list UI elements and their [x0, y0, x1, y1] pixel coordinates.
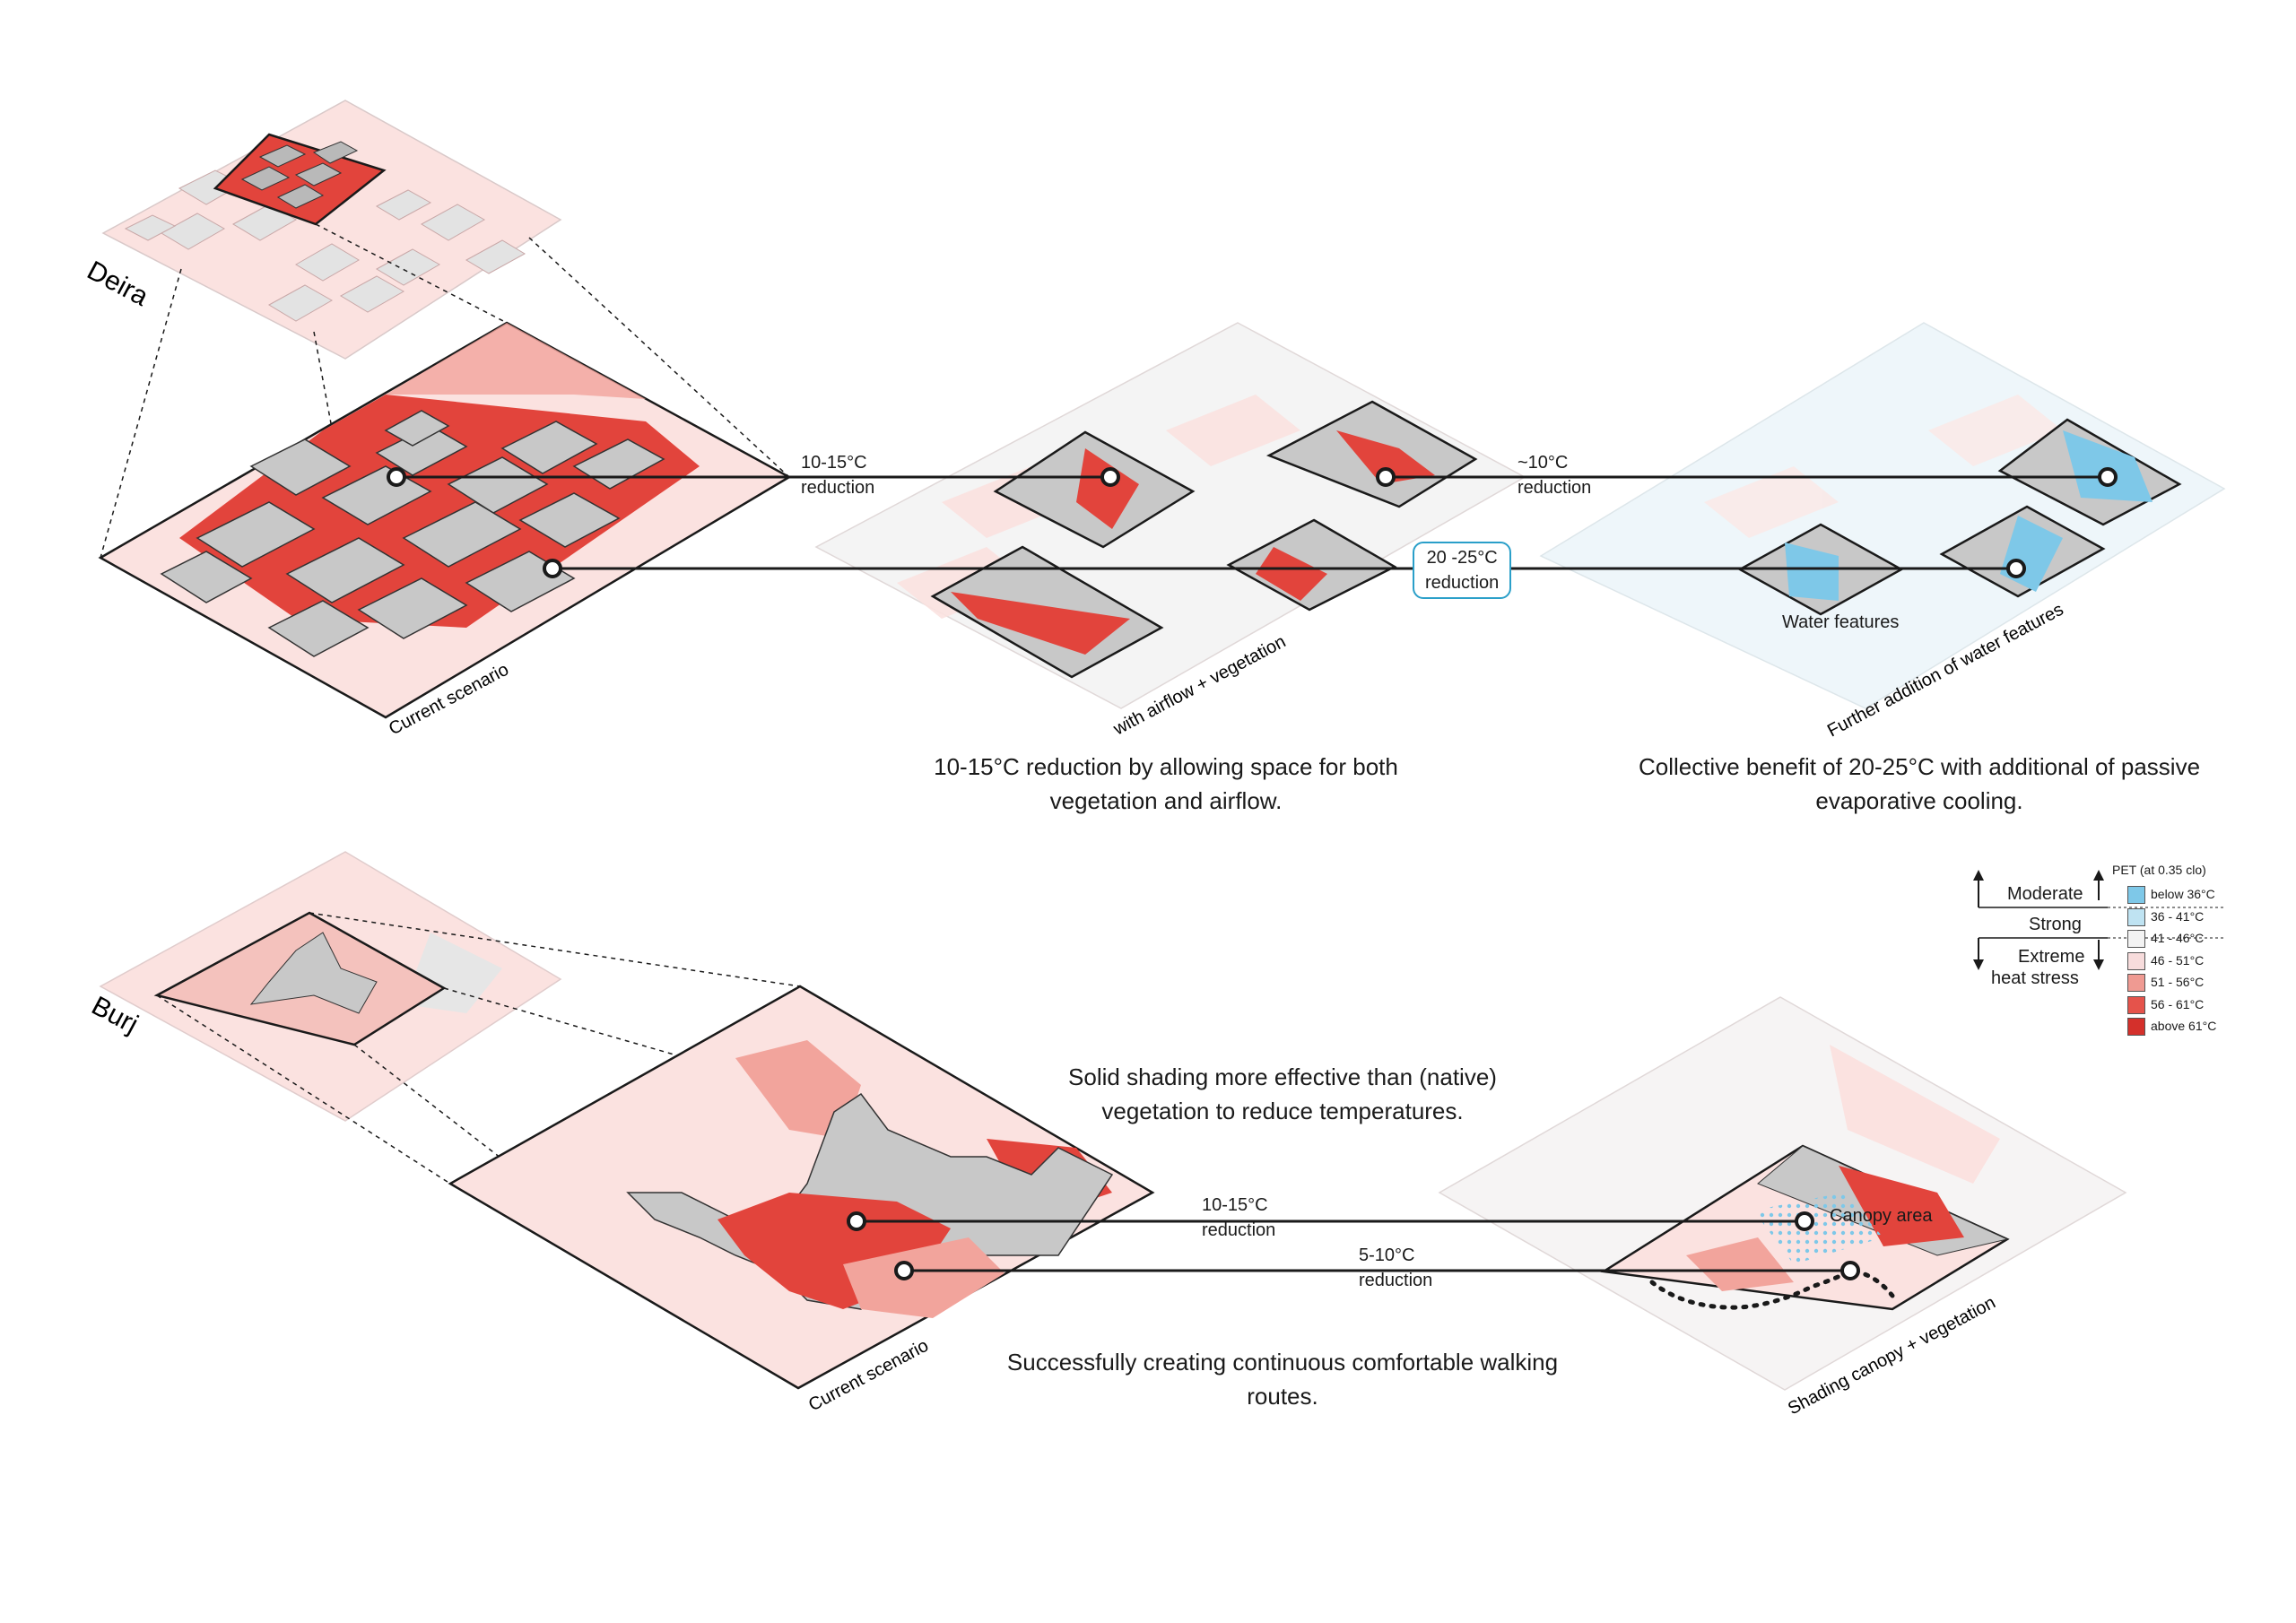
reduction-word: reduction [1359, 1271, 1433, 1290]
reduction-value: 10-15°C [801, 453, 867, 473]
reduction-label-deira-2: ~10°C reduction [1518, 450, 1591, 500]
legend-title: PET (at 0.35 clo) [2112, 863, 2206, 877]
legend-swatch [2127, 930, 2145, 948]
burj-point-2 [1795, 1211, 1814, 1231]
burj-point-4 [1840, 1261, 1860, 1280]
deira-current-map [98, 321, 792, 719]
deira-point-6 [2006, 559, 2026, 578]
deira-point-5 [543, 559, 562, 578]
legend-swatch [2127, 951, 2145, 970]
reduction-label-deira-1: 10-15°C reduction [801, 450, 874, 500]
legend-extreme: Extreme [2018, 947, 2085, 967]
legend-item-label: 46 - 51°C [2151, 952, 2205, 968]
deira-point-4 [2098, 467, 2118, 487]
deira-airflow-insert-2 [1265, 400, 1478, 508]
deira-point-1 [387, 467, 406, 487]
reduction-label-burj-2: 5-10°C reduction [1359, 1243, 1432, 1293]
legend-swatch [2127, 974, 2145, 992]
reduction-value: 5-10°C [1359, 1245, 1415, 1265]
legend-item-label: 36 - 41°C [2151, 908, 2205, 924]
legend-item-label: 51 - 56°C [2151, 975, 2205, 989]
legend-item-label: below 36°C [2151, 887, 2215, 901]
water-features-label: Water features [1782, 612, 1900, 632]
caption-water: Collective benefit of 20-25°C with addit… [1638, 753, 2201, 814]
canopy-area-label: Canopy area [1830, 1206, 1933, 1226]
legend-swatch [2127, 886, 2145, 904]
burj-point-1 [847, 1211, 866, 1231]
caption-shading: Solid shading more effective than (nativ… [1068, 1063, 1497, 1124]
burj-point-3 [894, 1261, 914, 1280]
caption-airflow: 10-15°C reduction by allowing space for … [934, 753, 1398, 814]
legend-heat-stress: heat stress [1991, 968, 2079, 988]
legend-swatch [2127, 907, 2145, 926]
deira-connectors [396, 475, 2108, 570]
reduction-word: reduction [1518, 478, 1592, 498]
reduction-callout-deira-3: 20 -25°C reduction [1413, 542, 1512, 599]
deira-point-3 [1376, 467, 1396, 487]
deira-label: Deira [83, 256, 153, 312]
burj-overview-map [99, 851, 562, 1122]
legend-arrows [1973, 870, 2224, 970]
reduction-word: reduction [801, 478, 875, 498]
deira-airflow-insert-4 [1226, 518, 1397, 612]
deira-airflow-insert-3 [930, 545, 1164, 679]
deira-water-insert-1 [1997, 418, 2182, 526]
reduction-value: 10-15°C [1202, 1195, 1268, 1215]
legend-swatch [2127, 1018, 2145, 1036]
legend-moderate: Moderate [2007, 884, 2083, 904]
deira-water-map [1539, 322, 2226, 709]
legend-item-label: above 61°C [2151, 1019, 2217, 1033]
deira-point-2 [1100, 467, 1120, 487]
legend-strong: Strong [2029, 915, 2082, 934]
reduction-value: ~10°C [1518, 453, 1569, 473]
deira-airflow-insert-1 [993, 430, 1196, 549]
legend-swatch [2127, 995, 2145, 1014]
caption-routes: Successfully creating continuous comfort… [1006, 1349, 1559, 1410]
pet-legend: PET (at 0.35 clo) Moderate Strong Extrem… [1964, 863, 2233, 1056]
reduction-word: reduction [1425, 573, 1500, 593]
burj-current-map [448, 985, 1155, 1390]
reduction-value: 20 -25°C [1426, 548, 1498, 568]
legend-item-label: 41 - 46°C [2151, 931, 2205, 945]
deira-overview-map [101, 100, 562, 360]
reduction-word: reduction [1202, 1220, 1276, 1240]
deira-airflow-map [814, 322, 1526, 709]
reduction-label-burj-1: 10-15°C reduction [1202, 1193, 1275, 1243]
legend-item-label: 56 - 61°C [2151, 996, 2205, 1011]
